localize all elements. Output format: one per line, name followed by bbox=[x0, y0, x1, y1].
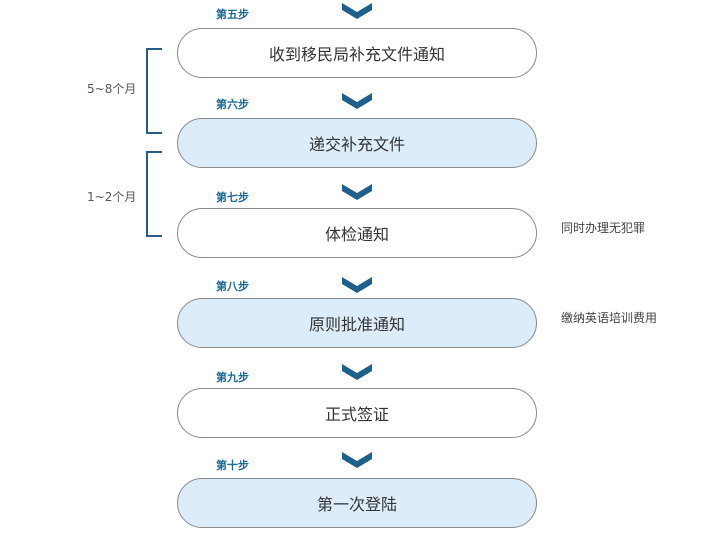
chevron-down-icon bbox=[342, 277, 372, 293]
step-box-10: 第一次登陆 bbox=[177, 478, 537, 528]
chevron-down-icon bbox=[342, 3, 372, 19]
chevron-down-icon bbox=[342, 364, 372, 380]
duration-bracket-2 bbox=[146, 151, 162, 237]
step-box-6: 递交补充文件 bbox=[177, 118, 537, 168]
step-box-7: 体检通知 bbox=[177, 208, 537, 258]
duration-label-2: 1~2个月 bbox=[87, 190, 137, 204]
chevron-down-icon bbox=[342, 184, 372, 200]
step-box-9: 正式签证 bbox=[177, 388, 537, 438]
side-note-1: 同时办理无犯罪 bbox=[561, 221, 646, 235]
step-label-5: 第五步 bbox=[216, 8, 249, 21]
duration-label-1: 5~8个月 bbox=[87, 82, 137, 96]
step-label-6: 第六步 bbox=[216, 98, 249, 111]
side-note-2: 缴纳英语培训费用 bbox=[561, 311, 658, 325]
step-label-9: 第九步 bbox=[216, 371, 249, 384]
step-label-10: 第十步 bbox=[216, 459, 249, 472]
chevron-down-icon bbox=[342, 93, 372, 109]
step-label-7: 第七步 bbox=[216, 191, 249, 204]
step-label-8: 第八步 bbox=[216, 280, 249, 293]
step-box-8: 原则批准通知 bbox=[177, 298, 537, 348]
chevron-down-icon bbox=[342, 452, 372, 468]
step-box-5: 收到移民局补充文件通知 bbox=[177, 28, 537, 78]
duration-bracket-1 bbox=[146, 48, 162, 134]
